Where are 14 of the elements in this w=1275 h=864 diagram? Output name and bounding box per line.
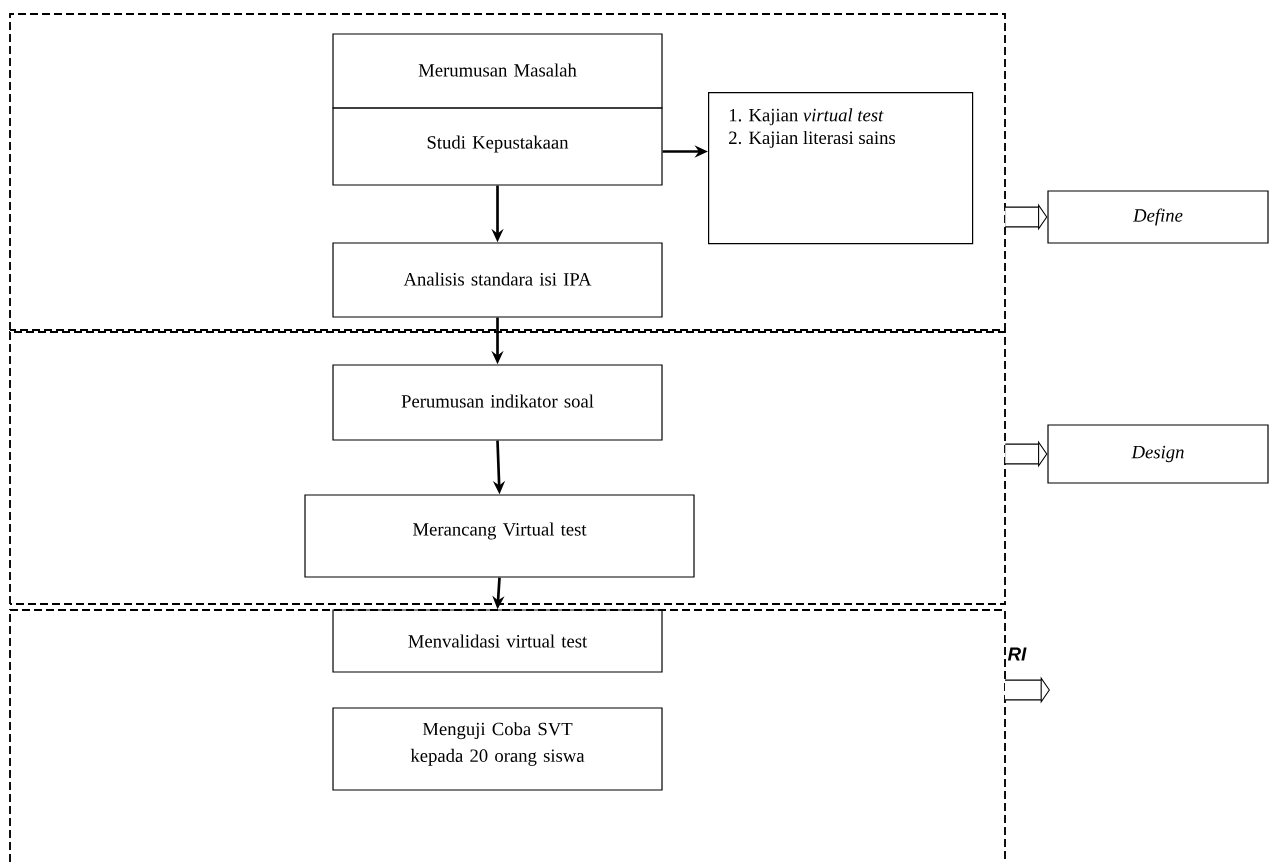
process-box: Menvalidasi virtual test — [332, 609, 663, 673]
stage-region — [9, 13, 1006, 331]
stage-label: RI — [1007, 647, 1027, 661]
process-box: Merancang Virtual test — [304, 494, 695, 578]
list-box: 1. Kajian virtual test 2. Kajian literasi sains — [708, 92, 974, 245]
stage-region — [9, 609, 1006, 863]
stage-region — [9, 331, 1006, 605]
process-box: Merumusan Masalah — [332, 33, 663, 109]
process-box: Perumusan indikator soal — [332, 364, 663, 441]
process-box: Analisis standara isi IPA — [332, 242, 663, 318]
process-box: Menguji Coba SVT kepada 20 orang siswa — [332, 707, 663, 791]
process-box: Design — [1047, 424, 1269, 484]
process-box: Studi Kepustakaan — [332, 107, 663, 186]
process-box: Define — [1047, 190, 1269, 244]
